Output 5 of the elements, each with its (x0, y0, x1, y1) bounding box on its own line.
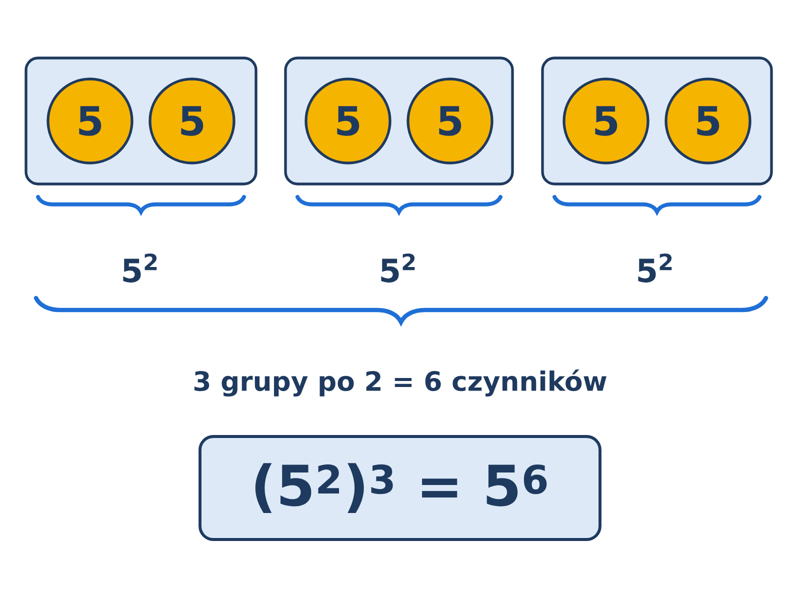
exponent-label: 5$^{2}$ (381, 253, 415, 283)
exponent-label: 5$^{2}$ (638, 253, 672, 283)
caption-text: 3 grupy po 2 = 6 czynników (194, 369, 606, 397)
exponent-label: 5$^{2}$ (123, 253, 157, 283)
formula-box: (5$^{2}$)$^{3}$ = 5$^{6}$ (198, 435, 602, 541)
